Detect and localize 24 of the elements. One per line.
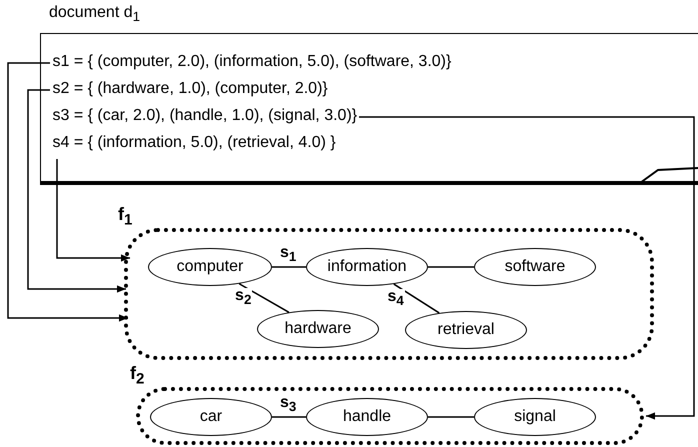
sentence-text: s2 = { (hardware, 1.0), (computer, 2.0)} [52, 78, 328, 100]
term-ellipse: hardware [257, 310, 379, 348]
document-heading: document d$_{1}$ [49, 4, 140, 24]
connector-line [393, 283, 440, 314]
group-heading: f$_{1}$ [118, 204, 132, 229]
term-ellipse: handle [306, 398, 428, 436]
term-ellipse: retrieval [405, 311, 527, 349]
sentence-text: s4 = { (information, 5.0), (retrieval, 4.0) } [52, 132, 336, 154]
connector-line [238, 283, 290, 313]
sentence-text: s3 = { (car, 2.0), (handle, 1.0), (signal, 3.0)} [52, 106, 358, 128]
connector-line [428, 266, 474, 268]
group-heading: f$_{2}$ [130, 363, 144, 388]
arrow [56, 159, 130, 262]
term-ellipse: software [474, 248, 596, 286]
connector-line [272, 266, 306, 268]
arrow [359, 116, 695, 420]
term-ellipse: signal [474, 398, 596, 436]
sentence-text: s1 = { (computer, 2.0), (information, 5.0), (software, 3.0)} [52, 52, 452, 74]
connector-line [272, 416, 306, 418]
arrow [27, 89, 126, 293]
term-ellipse: computer [148, 248, 272, 286]
connector-line [428, 416, 474, 418]
term-ellipse: car [150, 398, 272, 436]
term-ellipse: information [306, 248, 428, 286]
